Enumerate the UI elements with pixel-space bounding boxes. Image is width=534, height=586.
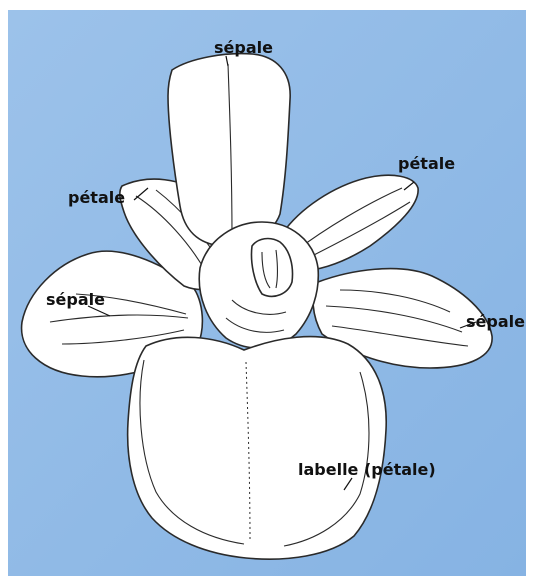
labellum bbox=[128, 337, 387, 560]
label-labellum: labelle (pétale) bbox=[298, 462, 436, 478]
label-top-sepal: sépale bbox=[214, 40, 273, 56]
label-right-sepal: sépale bbox=[466, 314, 525, 330]
label-left-sepal: sépale bbox=[46, 292, 105, 308]
top-sepal bbox=[168, 54, 290, 246]
label-left-petal: pétale bbox=[68, 190, 125, 206]
label-right-petal: pétale bbox=[398, 156, 455, 172]
column bbox=[199, 222, 318, 348]
